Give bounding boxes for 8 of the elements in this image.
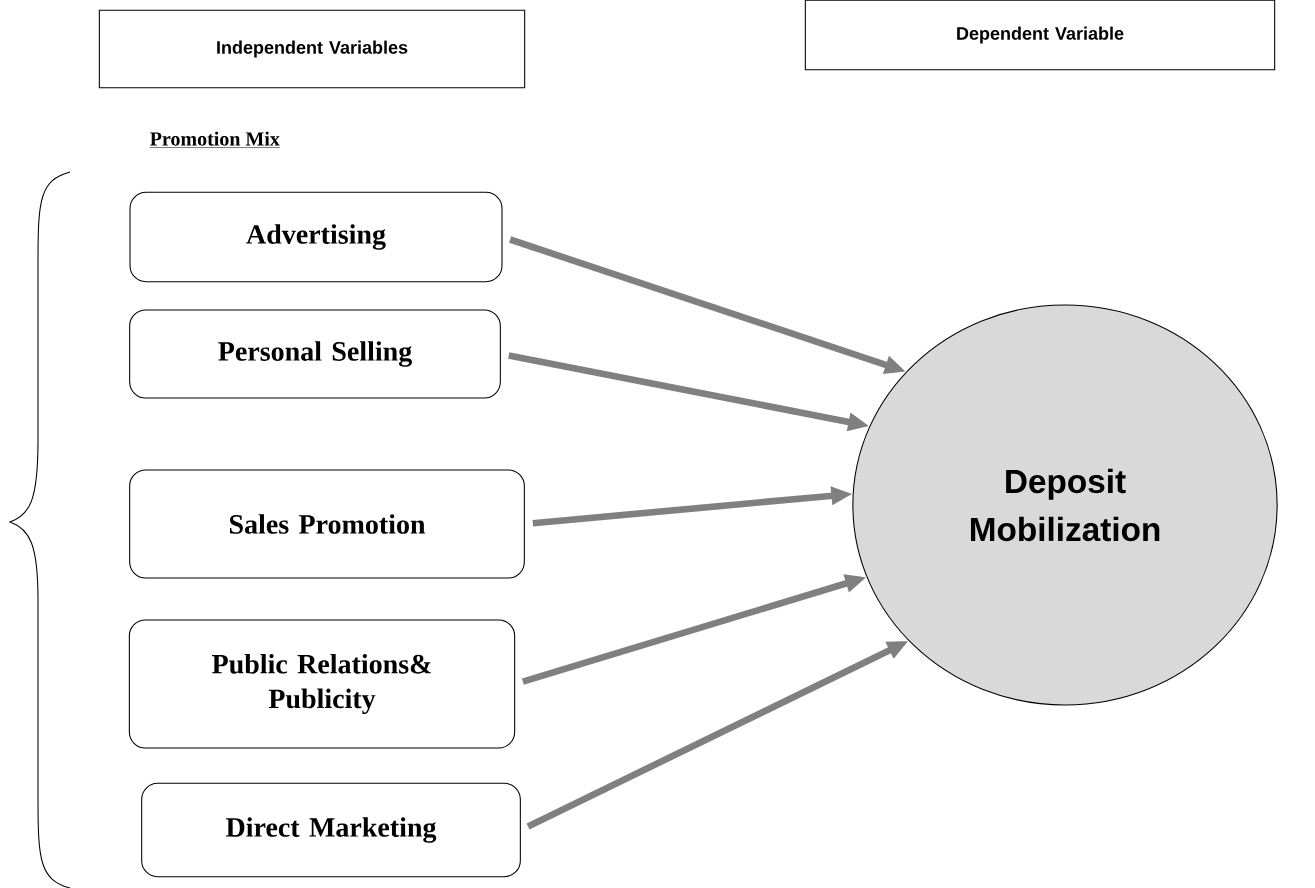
header-box: Dependent Variable	[804, 0, 1276, 71]
section-heading: Promotion Mix	[149, 131, 281, 148]
variable-box: Advertising	[129, 191, 503, 283]
variable-box: Personal Selling	[129, 309, 501, 399]
header-box: Independent Variables	[98, 9, 526, 89]
variable-box: Direct Marketing	[141, 782, 521, 878]
variable-box: Sales Promotion	[129, 469, 525, 579]
variable-box: Public Relations& Publicity	[128, 619, 516, 749]
